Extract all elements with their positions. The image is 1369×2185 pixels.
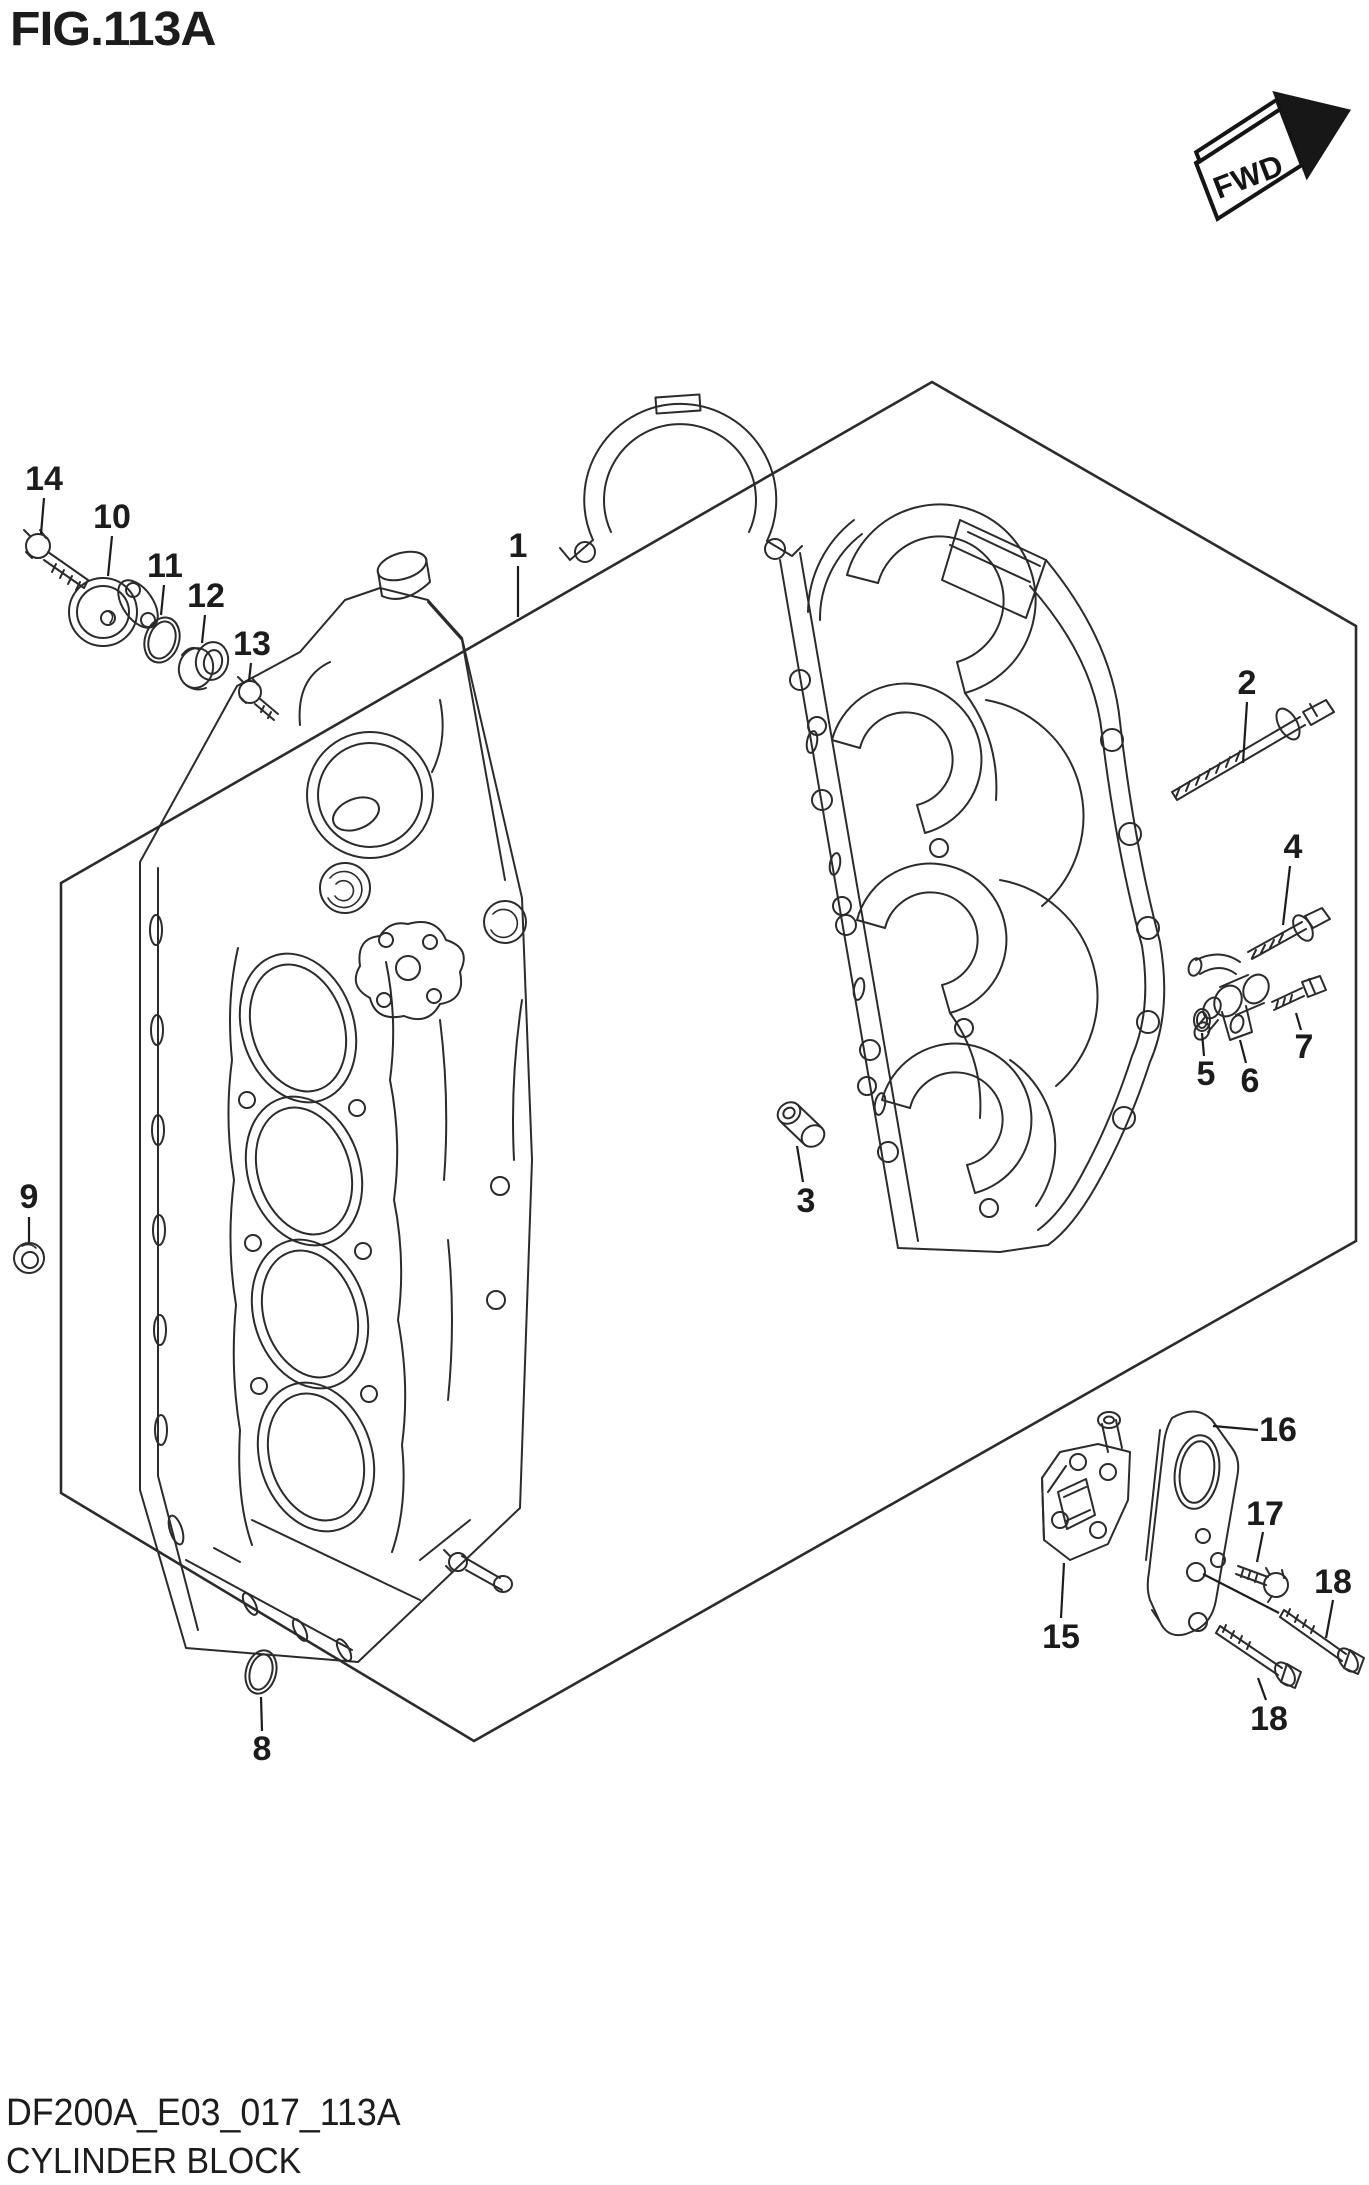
- part-13-bolt: [237, 676, 279, 721]
- callout-number-14: 14: [25, 460, 63, 498]
- callout-leader-15: [1059, 1562, 1066, 1619]
- callout-leader-2: [1241, 701, 1249, 764]
- part-6-fitting: [1187, 953, 1270, 1041]
- part-10-cover: [68, 577, 159, 647]
- part-4-bolt: [1247, 907, 1331, 960]
- callout-number-4: 4: [1284, 828, 1303, 866]
- diagram-frame: [59, 380, 1358, 1743]
- part-18-bolt-bottom: [1215, 1624, 1302, 1689]
- callout-number-18: 18: [1250, 1700, 1288, 1738]
- callout-leader-5: [1200, 1032, 1206, 1057]
- part-2-bolt: [1171, 699, 1335, 801]
- part-5-oring: [1193, 1008, 1211, 1032]
- callout-leader-13: [247, 662, 253, 682]
- footer-part-name: CYLINDER BLOCK: [6, 2140, 302, 2181]
- part-16-lifting-bracket: [1145, 1410, 1240, 1637]
- callout-number-3: 3: [797, 1182, 816, 1220]
- callout-leader-11: [159, 584, 166, 616]
- callout-number-8: 8: [253, 1730, 272, 1768]
- part-8-oring: [244, 1649, 278, 1695]
- part-3-dowel-pin: [776, 1101, 826, 1148]
- part-7-bolt: [1271, 975, 1327, 1011]
- callout-leader-16: [1212, 1424, 1259, 1432]
- callout-leader-10: [106, 535, 114, 577]
- callout-number-5: 5: [1197, 1055, 1216, 1093]
- part-17-bolt: [1235, 1565, 1289, 1603]
- callout-leader-6: [1238, 1039, 1248, 1064]
- part-14-bolt: [23, 529, 89, 591]
- callout-leader-18: [1324, 1599, 1335, 1639]
- part-15-mount-bracket: [1041, 1411, 1131, 1561]
- cylinder-block-right-view: [559, 393, 1166, 1253]
- callout-number-17: 17: [1246, 1495, 1284, 1533]
- figure-title: FIG.113A: [10, 3, 216, 56]
- footer-part-code: DF200A_E03_017_113A: [6, 2092, 401, 2134]
- callout-leader-7: [1294, 1012, 1303, 1031]
- callout-number-16: 16: [1259, 1411, 1297, 1449]
- callout-number-10: 10: [93, 498, 131, 536]
- callout-number-15: 15: [1042, 1618, 1080, 1656]
- callout-number-13: 13: [233, 625, 271, 663]
- part-11-oring: [143, 616, 181, 664]
- part-12-seal: [177, 641, 230, 691]
- callout-number-7: 7: [1295, 1028, 1314, 1066]
- leader-bolt-18-path: [1202, 1573, 1280, 1614]
- callout-leader-18: [1256, 1677, 1268, 1701]
- callout-leader-14: [39, 497, 46, 535]
- callout-number-9: 9: [20, 1178, 39, 1216]
- callout-leader-4: [1281, 865, 1292, 926]
- callout-number-18: 18: [1314, 1563, 1352, 1601]
- callout-number-1: 1: [509, 527, 528, 565]
- callout-number-6: 6: [1241, 1062, 1260, 1100]
- callout-number-11: 11: [147, 547, 183, 585]
- part-18-bolt-right: [1279, 1608, 1365, 1675]
- callout-number-2: 2: [1238, 664, 1257, 702]
- fwd-arrow-icon: FWD: [1193, 90, 1351, 222]
- cylinder-block-left-view: [139, 550, 533, 1663]
- part-9-seal-ring: [13, 1242, 45, 1274]
- callout-number-12: 12: [187, 577, 225, 615]
- callout-leader-17: [1255, 1531, 1265, 1563]
- callout-leader-3: [795, 1145, 805, 1183]
- callout-leader-12: [200, 614, 207, 644]
- callout-leader-8: [259, 1696, 264, 1732]
